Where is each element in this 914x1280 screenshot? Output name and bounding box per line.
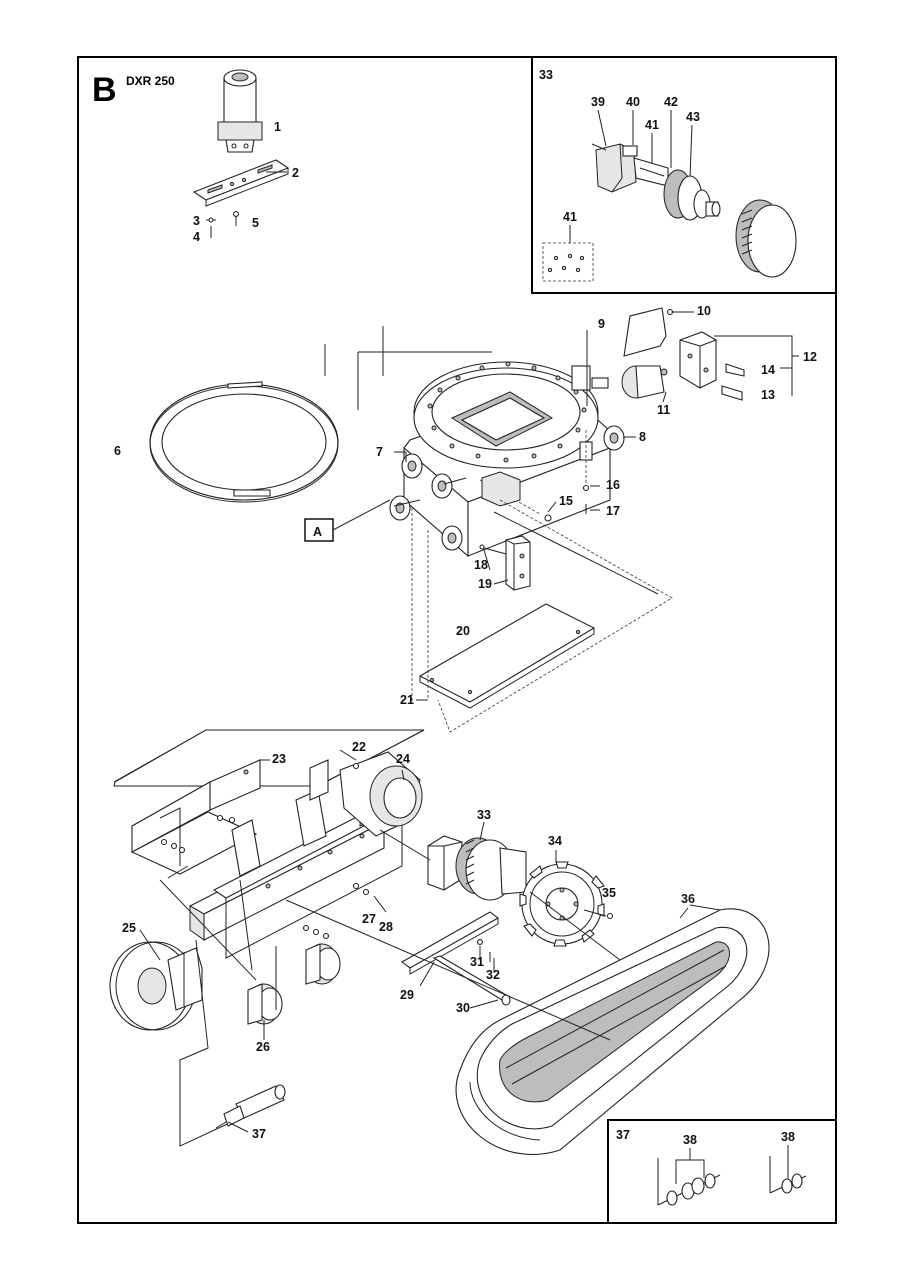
- inset-callout-43: 43: [686, 110, 700, 124]
- callout-18: 18: [474, 558, 488, 572]
- callout-23: 23: [272, 752, 286, 766]
- part-bottom-plate: [418, 603, 596, 703]
- callout-16: 16: [606, 478, 620, 492]
- inset-frame-bottom-right: [607, 1119, 837, 1224]
- callout-13: 13: [761, 388, 775, 402]
- callout-35: 35: [602, 886, 616, 900]
- callout-20: 20: [456, 624, 470, 638]
- callout-26: 26: [256, 1040, 270, 1054]
- callout-28: 28: [379, 920, 393, 934]
- part-sprocket: [519, 861, 605, 947]
- inset-callout-41b: 41: [563, 210, 577, 224]
- callout-34: 34: [548, 834, 562, 848]
- inset-callout-39: 39: [591, 95, 605, 109]
- callout-10: 10: [697, 304, 711, 318]
- callout-6: 6: [114, 444, 121, 458]
- inset-callout-41a: 41: [645, 118, 659, 132]
- callout-27: 27: [362, 912, 376, 926]
- outer-frame: [77, 56, 837, 1224]
- callout-17: 17: [606, 504, 620, 518]
- callout-4: 4: [193, 230, 200, 244]
- section-letter: B: [92, 71, 117, 109]
- part-bearing-ring: [149, 381, 339, 503]
- callout-22: 22: [352, 740, 366, 754]
- callout-33: 33: [477, 808, 491, 822]
- callout-25: 25: [122, 921, 136, 935]
- callout-14: 14: [761, 363, 775, 377]
- callout-31: 31: [470, 955, 484, 969]
- inset-drive-motor: 33 39 40 41 42 43 41: [531, 56, 837, 294]
- callout-36: 36: [681, 892, 695, 906]
- part-idler-wheel: [109, 941, 203, 1031]
- callout-37: 37: [252, 1127, 266, 1141]
- callout-15: 15: [559, 494, 573, 508]
- callout-30: 30: [456, 1001, 470, 1015]
- inset-title-37: 37: [616, 1128, 630, 1142]
- model-name: DXR 250: [126, 74, 175, 88]
- callout-7: 7: [376, 445, 383, 459]
- callout-32: 32: [486, 968, 500, 982]
- inset-seals: 37 38 38: [607, 1119, 837, 1224]
- part-upper-frame: [324, 326, 625, 558]
- part-idler-shaft: [215, 1084, 286, 1129]
- part-rubber-track: [455, 904, 770, 1156]
- inset-callout-38a: 38: [683, 1133, 697, 1147]
- callout-8: 8: [639, 430, 646, 444]
- inset-callout-42: 42: [664, 95, 678, 109]
- reference-marker-a-label: A: [313, 525, 322, 539]
- callout-3: 3: [193, 214, 200, 228]
- callout-24: 24: [396, 752, 410, 766]
- part-track-rollers: [247, 943, 341, 1040]
- inset-callout-40: 40: [626, 95, 640, 109]
- part-drive-motor: [427, 835, 527, 901]
- callout-2: 2: [292, 166, 299, 180]
- callout-29: 29: [400, 988, 414, 1002]
- callout-5: 5: [252, 216, 259, 230]
- callout-19: 19: [478, 577, 492, 591]
- callout-21: 21: [400, 693, 414, 707]
- inset-callout-38b: 38: [781, 1130, 795, 1144]
- inset-title-33: 33: [539, 68, 553, 82]
- callout-12: 12: [803, 350, 817, 364]
- part-swivel-joint: [217, 69, 263, 153]
- callout-11: 11: [657, 403, 670, 417]
- callout-1: 1: [274, 120, 281, 134]
- callout-9: 9: [598, 317, 605, 331]
